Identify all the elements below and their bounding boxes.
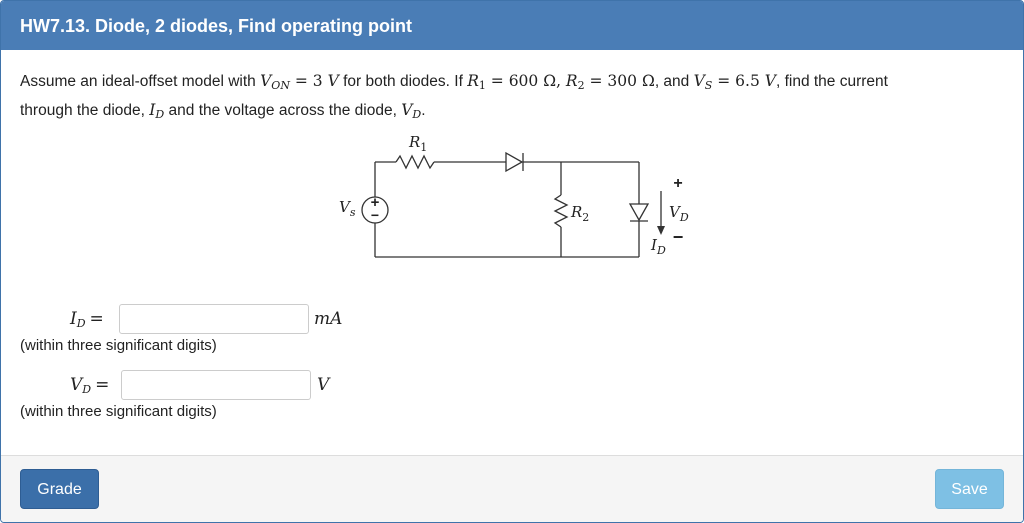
question-text-part: and the voltage across the diode, — [164, 102, 402, 119]
r1-resistor — [395, 154, 435, 170]
r1-label: R1 — [408, 133, 427, 154]
vd-label: VD — [669, 203, 689, 224]
question-text-part: through the diode, — [20, 102, 150, 119]
vd-unit: V — [317, 375, 330, 395]
r1-value: = 600 Ω, — [485, 72, 566, 90]
id-unit: mA — [314, 309, 343, 329]
vd-minus: − — [673, 227, 684, 247]
von-symbol: VON — [260, 72, 290, 92]
id-answer-input[interactable] — [119, 304, 309, 334]
series-diode — [505, 151, 524, 173]
vd-answer-input[interactable] — [121, 370, 311, 400]
vd-answer-label: VD= — [70, 375, 110, 396]
grade-button[interactable]: Grade — [20, 469, 99, 509]
von-unit: V — [327, 72, 339, 90]
vd-symbol: VD — [401, 101, 422, 121]
id-symbol: ID — [149, 101, 165, 121]
question-text-part: . — [421, 102, 426, 119]
r2-value: = 300 Ω — [584, 72, 655, 90]
question-text-part: , and — [654, 73, 694, 90]
r2-resistor — [553, 194, 569, 228]
id-precision-hint: (within three significant digits) — [20, 337, 217, 354]
source-minus: − — [371, 207, 379, 223]
current-arrow-head — [657, 226, 665, 235]
question-text-part: , find the current — [775, 73, 888, 90]
panel-header: HW7.13. Diode, 2 diodes, Find operating … — [1, 1, 1023, 50]
shunt-diode — [628, 203, 650, 222]
vs-symbol: VS — [693, 72, 713, 92]
panel-footer: Grade Save — [1, 455, 1023, 522]
vs-label: Vs — [339, 198, 356, 219]
r2-symbol: R2 — [565, 72, 585, 92]
id-answer-label: ID= — [70, 309, 104, 330]
vd-precision-hint: (within three significant digits) — [20, 403, 217, 420]
save-button[interactable]: Save — [935, 469, 1004, 509]
vs-value: = 6.5 — [712, 72, 765, 90]
von-value: = 3 — [289, 72, 328, 90]
question-text: Assume an ideal-offset model with VON = … — [20, 69, 1010, 127]
r1-symbol: R1 — [467, 72, 486, 92]
vs-unit: V — [764, 72, 776, 90]
vd-plus: + — [673, 175, 682, 192]
circuit-diagram: + − R1 Vs R2 + VD − ID — [339, 133, 689, 258]
question-text-part: for both diodes. If — [338, 73, 468, 90]
question-title: HW7.13. Diode, 2 diodes, Find operating … — [20, 16, 413, 36]
source-plus: + — [371, 194, 380, 211]
question-text-part: Assume an ideal-offset model with — [20, 73, 261, 90]
r2-label: R2 — [570, 203, 589, 224]
id-label: ID — [650, 236, 666, 257]
